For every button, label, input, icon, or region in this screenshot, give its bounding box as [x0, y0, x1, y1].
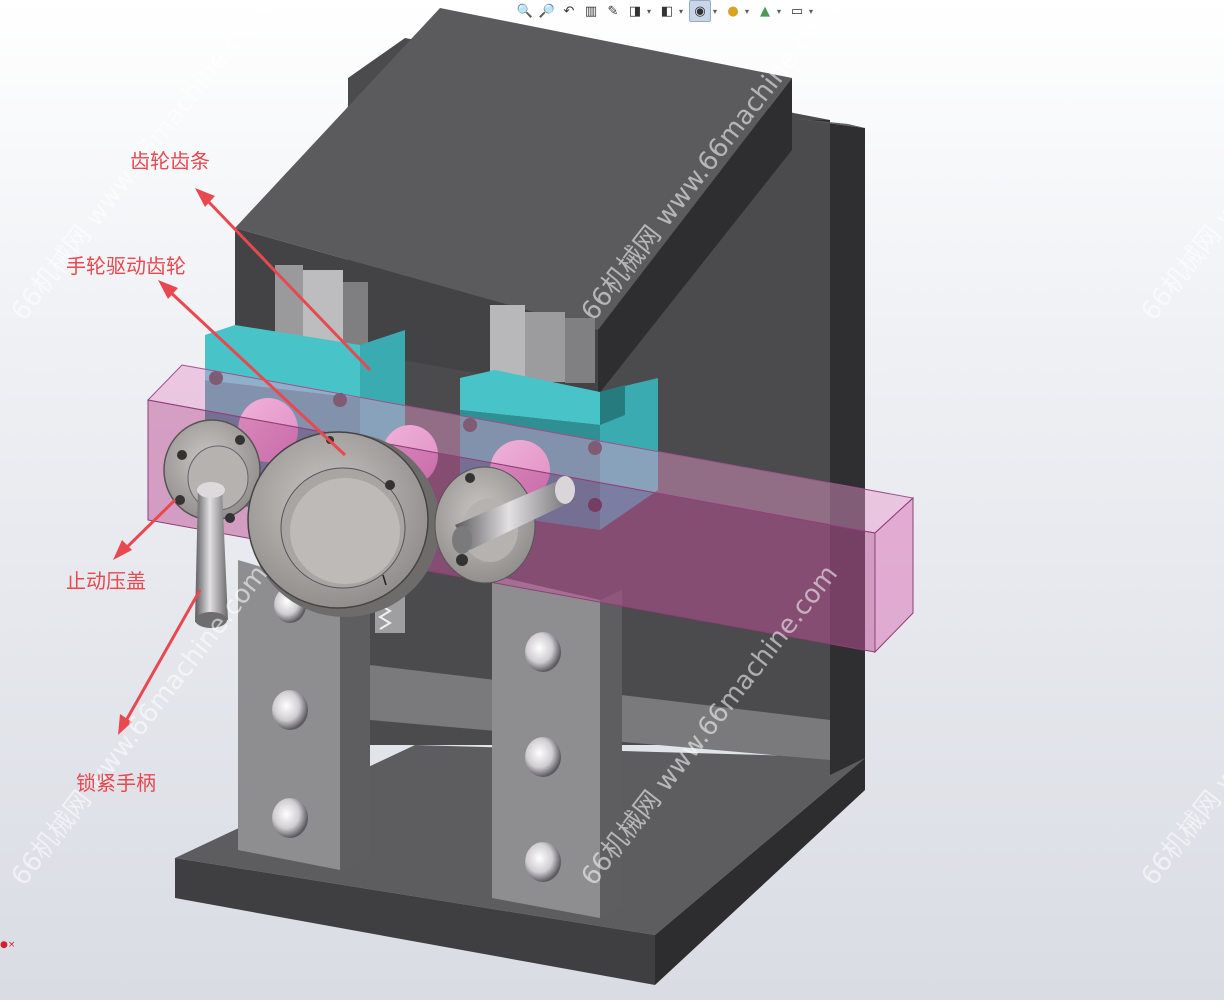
lock-handle: [195, 482, 228, 628]
edit-appearance-icon[interactable]: ●: [727, 3, 739, 19]
previous-view-icon[interactable]: ↶: [563, 3, 575, 19]
view-settings-icon[interactable]: ▭: [790, 3, 804, 19]
chevron-down-icon[interactable]: ▾: [777, 6, 782, 16]
chevron-down-icon[interactable]: ▾: [713, 6, 718, 16]
zoom-to-fit-icon[interactable]: 🔍: [516, 3, 534, 19]
chevron-down-icon[interactable]: ▾: [679, 6, 684, 16]
stop-cover: [163, 419, 261, 523]
section-view-icon[interactable]: ▥: [584, 3, 598, 19]
zoom-area-icon[interactable]: 🔎: [538, 3, 556, 19]
label-handwheel-gear: 手轮驱动齿轮: [66, 254, 186, 278]
hide-show-items-icon[interactable]: ◉: [689, 0, 711, 22]
handwheel: [247, 431, 440, 617]
guide-rails: [275, 265, 595, 383]
right-lock-handle: [452, 476, 575, 554]
apply-scene-icon[interactable]: ▲: [760, 3, 770, 19]
view-orientation-icon[interactable]: ◨: [628, 3, 642, 19]
display-style-icon[interactable]: ◧: [660, 3, 674, 19]
right-column: [492, 575, 622, 918]
annotation-arrows: [113, 188, 372, 735]
label-lock-handle: 锁紧手柄: [76, 771, 156, 795]
label-stop-cover: 止动压盖: [66, 569, 146, 593]
left-column: [238, 560, 370, 870]
chevron-down-icon[interactable]: ▾: [809, 6, 814, 16]
label-rack-pinion: 齿轮齿条: [130, 149, 210, 173]
chevron-down-icon[interactable]: ▾: [745, 6, 750, 16]
heads-up-view-toolbar: 🔍 🔎 ↶ ▥ ✎ ◨ ▾ ◧ ▾ ◉ ▾ ● ▾ ▲ ▾ ▭ ▾: [515, 0, 875, 22]
reference-triad-icon: ●×: [0, 940, 16, 950]
chevron-down-icon[interactable]: ▾: [647, 6, 652, 16]
dynamic-annotation-icon[interactable]: ✎: [607, 3, 619, 19]
